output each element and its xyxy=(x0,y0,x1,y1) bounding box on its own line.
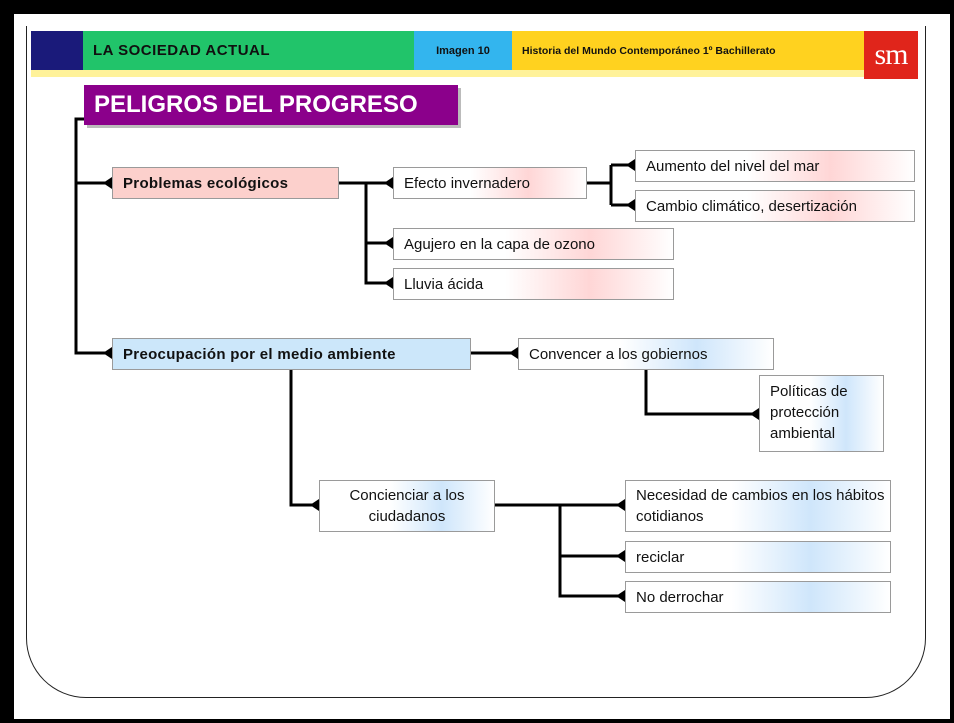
arrowhead xyxy=(310,499,319,511)
arrowhead xyxy=(103,347,112,359)
connector-preocupacion-concienciar xyxy=(289,370,317,507)
arrowhead xyxy=(384,237,393,249)
node-preocupacion-medio-ambiente: Preocupación por el medio ambiente xyxy=(112,338,471,370)
header-yellow-band xyxy=(31,70,864,77)
header-section: LA SOCIEDAD ACTUAL xyxy=(83,31,414,70)
arrowhead xyxy=(616,550,625,562)
sm-logo: sm xyxy=(864,31,918,79)
arrowhead xyxy=(626,159,635,171)
node-agujero-ozono: Agujero en la capa de ozono xyxy=(393,228,674,260)
node-lluvia-acida: Lluvia ácida xyxy=(393,268,674,300)
node-convencer-gobiernos: Convencer a los gobiernos xyxy=(518,338,774,370)
header-image-label: Imagen 10 xyxy=(414,31,512,70)
node-cambio-climatico: Cambio climático, desertización xyxy=(635,190,915,222)
connector-trunk xyxy=(74,117,110,355)
header-course: Historia del Mundo Contemporáneo 1º Bach… xyxy=(512,31,864,70)
arrowhead xyxy=(384,177,393,189)
node-politicas-proteccion: Políticas de protección ambiental xyxy=(759,375,884,452)
node-concienciar-ciudadanos: Concienciar a los ciudadanos xyxy=(319,480,495,532)
connector-convencer-politicas xyxy=(644,370,757,416)
node-efecto-invernadero: Efecto invernadero xyxy=(393,167,587,199)
arrowhead xyxy=(384,277,393,289)
node-aumento-nivel-mar: Aumento del nivel del mar xyxy=(635,150,915,182)
arrowhead xyxy=(626,199,635,211)
node-problemas-ecologicos: Problemas ecológicos xyxy=(112,167,339,199)
node-no-derrochar: No derrochar xyxy=(625,581,891,613)
arrowhead xyxy=(616,499,625,511)
diagram-title: PELIGROS DEL PROGRESO xyxy=(84,85,458,125)
connector-problemas-vertical xyxy=(364,183,391,285)
connector-concienciar-vertical xyxy=(558,505,623,598)
node-necesidad-cambios: Necesidad de cambios en los hábitos coti… xyxy=(625,480,891,532)
arrowhead xyxy=(509,347,518,359)
arrowhead xyxy=(103,177,112,189)
arrowhead xyxy=(750,408,759,420)
header-navy-block xyxy=(31,31,83,70)
node-reciclar: reciclar xyxy=(625,541,891,573)
arrowhead xyxy=(616,590,625,602)
